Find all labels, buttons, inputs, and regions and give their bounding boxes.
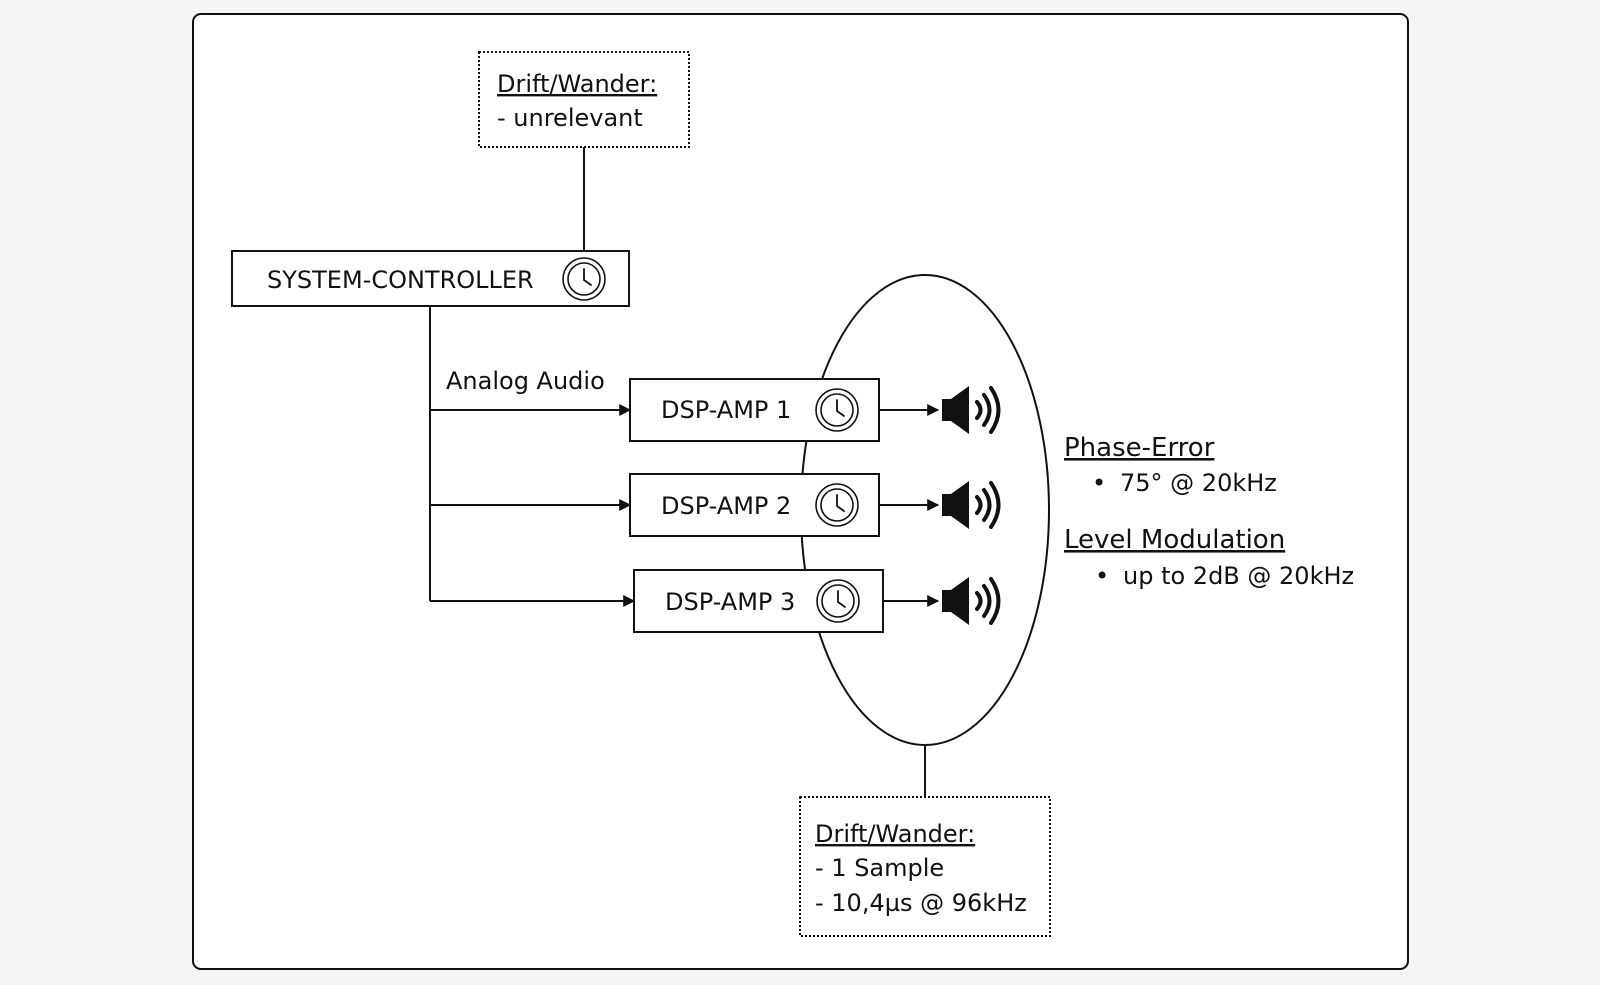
phase-error-bullet: • <box>1092 469 1106 497</box>
bottom-drift-note-line-1: - 1 Sample <box>815 854 944 882</box>
dsp-amp-2: DSP-AMP 2 <box>629 473 880 537</box>
dsp-amp-3-label: DSP-AMP 3 <box>665 588 795 616</box>
level-modulation-note: Level Modulation • up to 2dB @ 20kHz <box>1064 525 1354 590</box>
dsp-amp-3: DSP-AMP 3 <box>633 569 884 633</box>
top-drift-note-title: Drift/Wander: <box>497 70 657 98</box>
bottom-drift-note-title: Drift/Wander: <box>815 820 975 848</box>
clock-icon <box>562 257 606 301</box>
level-modulation-bullet: • <box>1095 562 1109 590</box>
top-drift-note: Drift/Wander: - unrelevant <box>478 51 690 148</box>
analog-audio-label: Analog Audio <box>446 367 605 395</box>
level-modulation-value: up to 2dB @ 20kHz <box>1123 562 1354 590</box>
system-controller-box: SYSTEM-CONTROLLER <box>231 250 630 307</box>
clock-icon <box>815 388 859 432</box>
dsp-amp-2-label: DSP-AMP 2 <box>661 492 791 520</box>
bottom-drift-note: Drift/Wander: - 1 Sample - 10,4µs @ 96kH… <box>799 796 1051 937</box>
phase-error-value: 75° @ 20kHz <box>1120 469 1277 497</box>
clock-icon <box>816 579 860 623</box>
phase-error-note: Phase-Error • 75° @ 20kHz <box>1064 433 1277 497</box>
system-controller-label: SYSTEM-CONTROLLER <box>267 266 534 294</box>
bottom-drift-note-line-2: - 10,4µs @ 96kHz <box>815 889 1027 917</box>
top-drift-note-line: - unrelevant <box>497 104 643 132</box>
clock-icon <box>815 483 859 527</box>
dsp-amp-1: DSP-AMP 1 <box>629 378 880 442</box>
phase-error-title: Phase-Error <box>1064 433 1215 463</box>
level-modulation-title: Level Modulation <box>1064 525 1285 555</box>
dsp-amp-1-label: DSP-AMP 1 <box>661 396 791 424</box>
